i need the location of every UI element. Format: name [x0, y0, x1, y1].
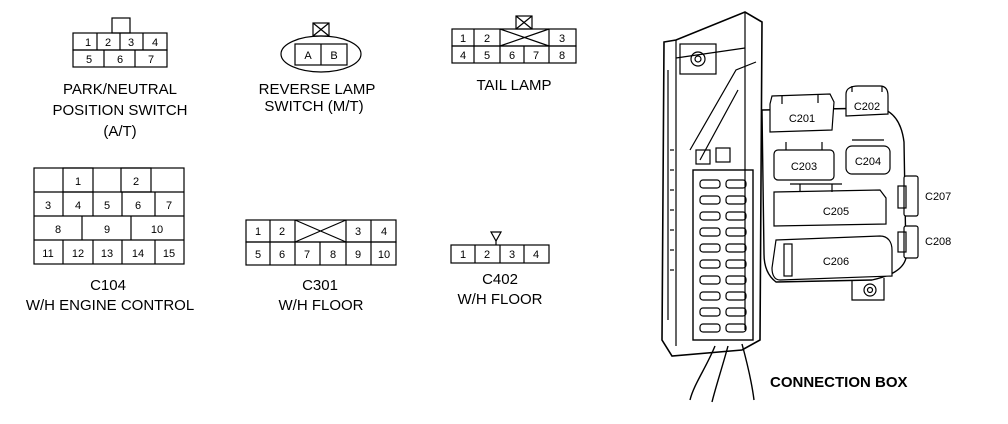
- pin-3: 3: [559, 33, 565, 45]
- pin-2: 2: [279, 226, 285, 238]
- c402-connector: 1 2 3 4: [450, 231, 550, 264]
- park-neutral-subtitle: POSITION SWITCH: [53, 102, 188, 119]
- tail-lamp-connector: 1 2 3 4 5 6 7 8: [451, 15, 577, 64]
- pin-5: 5: [255, 249, 261, 261]
- pin-2: 2: [484, 249, 490, 261]
- c104-subtitle: W/H ENGINE CONTROL: [26, 297, 194, 314]
- pin-7: 7: [304, 249, 310, 261]
- pin-1: 1: [75, 176, 81, 188]
- park-neutral-note: (A/T): [103, 123, 136, 140]
- c104-title: C104: [90, 277, 126, 294]
- pin-1: 1: [255, 226, 261, 238]
- park-neutral-connector: 1 2 3 4 5 6 7: [72, 17, 168, 68]
- pin-15: 15: [163, 248, 175, 260]
- pin-14: 14: [132, 248, 144, 260]
- c301-title: C301: [302, 277, 338, 294]
- pin-4: 4: [533, 249, 539, 261]
- pin-7: 7: [166, 200, 172, 212]
- pin-10: 10: [151, 224, 163, 236]
- connection-box-title: CONNECTION BOX: [770, 374, 908, 391]
- pin-3: 3: [45, 200, 51, 212]
- connector-lock-tab: [111, 17, 131, 34]
- reverse-lamp-connector: A B: [280, 22, 362, 73]
- pin-2: 2: [133, 176, 139, 188]
- c204-label: C204: [855, 156, 881, 168]
- pin-5: 5: [86, 54, 92, 66]
- reverse-lamp-title: REVERSE LAMP: [259, 81, 376, 98]
- pin-9: 9: [355, 249, 361, 261]
- pin-3: 3: [355, 226, 361, 238]
- c202-label: C202: [854, 101, 880, 113]
- pin-7: 7: [533, 50, 539, 62]
- pin-10: 10: [378, 249, 390, 261]
- c104-connector: 1 2 3 4 5 6 7 8 9 10 11 12 13 14 15: [33, 167, 185, 265]
- pin-5: 5: [484, 50, 490, 62]
- pin-6: 6: [117, 54, 123, 66]
- tail-lamp-title: TAIL LAMP: [476, 77, 551, 94]
- pin-4: 4: [460, 50, 466, 62]
- pin-4: 4: [381, 226, 387, 238]
- pin-3: 3: [509, 249, 515, 261]
- pin-9: 9: [104, 224, 110, 236]
- connection-box-illustration: [661, 11, 919, 403]
- c301-connector: 1 2 3 4 5 6 7 8 9 10: [245, 219, 397, 266]
- pin-2: 2: [484, 33, 490, 45]
- pin-4: 4: [75, 200, 81, 212]
- pin-b: B: [330, 50, 337, 62]
- c203-label: C203: [791, 161, 817, 173]
- pin-13: 13: [101, 248, 113, 260]
- c205-label: C205: [823, 206, 849, 218]
- pin-4: 4: [152, 37, 158, 49]
- pin-8: 8: [559, 50, 565, 62]
- c208-label: C208: [925, 236, 951, 248]
- reverse-lamp-subtitle: SWITCH (M/T): [264, 98, 363, 115]
- pin-5: 5: [104, 200, 110, 212]
- pin-8: 8: [330, 249, 336, 261]
- pin-a: A: [304, 50, 312, 62]
- pin-6: 6: [509, 50, 515, 62]
- pin-1: 1: [460, 249, 466, 261]
- pin-1: 1: [85, 37, 91, 49]
- c402-subtitle: W/H FLOOR: [458, 291, 543, 308]
- park-neutral-title: PARK/NEUTRAL: [63, 81, 177, 98]
- c301-subtitle: W/H FLOOR: [279, 297, 364, 314]
- pin-6: 6: [279, 249, 285, 261]
- fuse-rows: [699, 179, 747, 333]
- c207-label: C207: [925, 191, 951, 203]
- pin-6: 6: [135, 200, 141, 212]
- pin-1: 1: [460, 33, 466, 45]
- pin-3: 3: [128, 37, 134, 49]
- c201-label: C201: [789, 113, 815, 125]
- pin-8: 8: [55, 224, 61, 236]
- c206-label: C206: [823, 256, 849, 268]
- c402-title: C402: [482, 271, 518, 288]
- pin-12: 12: [72, 248, 84, 260]
- pin-2: 2: [105, 37, 111, 49]
- pin-11: 11: [42, 248, 53, 260]
- pin-7: 7: [148, 54, 154, 66]
